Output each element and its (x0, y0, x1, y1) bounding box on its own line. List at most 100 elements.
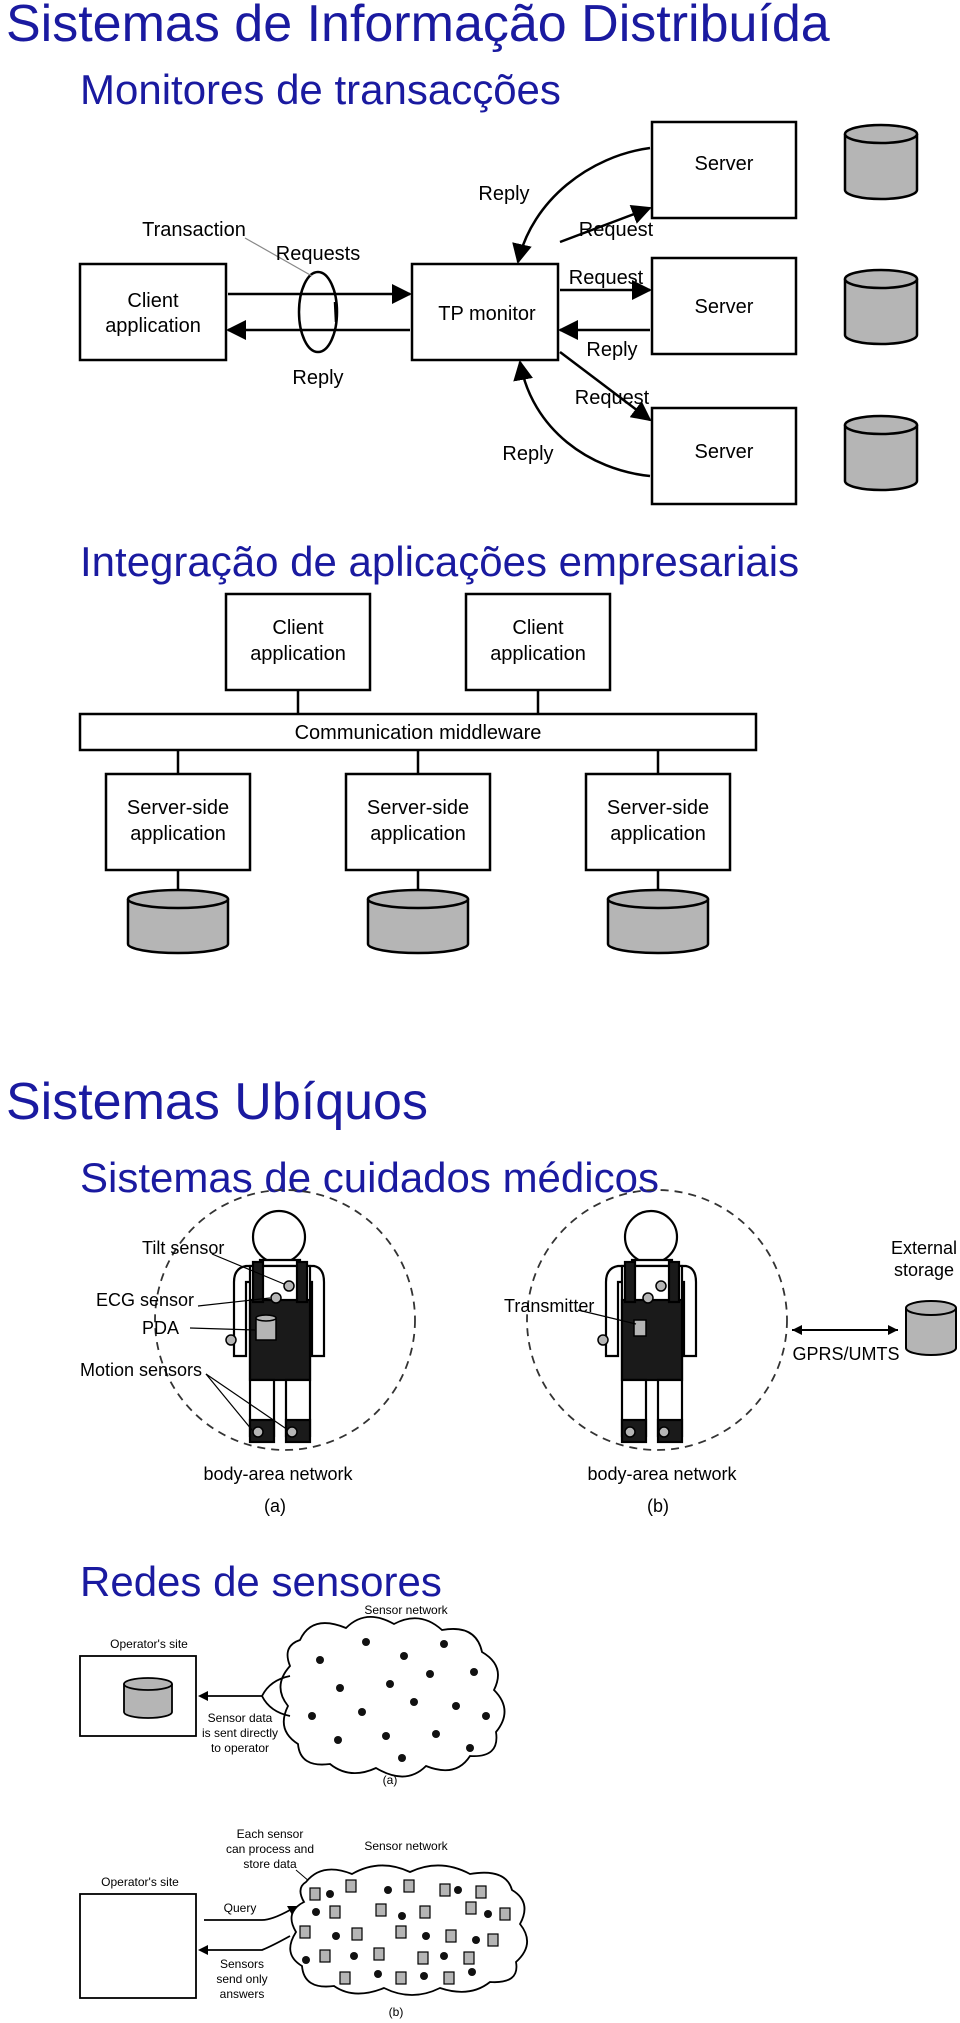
server-box-2 (650, 256, 798, 356)
request-top-arrow (559, 205, 652, 244)
arm-sensor-dot (225, 1334, 237, 1346)
body-area-network-a-label: body-area network (203, 1464, 353, 1484)
request-bottom-arrow (559, 351, 652, 422)
client-application-box-2 (464, 592, 612, 692)
tilt-sensor-label: Tilt sensor (142, 1238, 224, 1258)
sensor-network-diagram-a: Sensor network Operator's site Sensor da… (79, 1603, 506, 1787)
database-icon (843, 268, 919, 346)
body-area-network-a (154, 1189, 416, 1451)
query-arrow (204, 1909, 291, 1921)
ecg-sensor-dot (270, 1292, 282, 1304)
each-sensor-line3: store data (243, 1857, 297, 1871)
client-2-label-1: Client (512, 617, 564, 639)
eai-section-heading: Integração de aplicações empresariais (80, 538, 800, 585)
reply-mid-label: Reply (586, 339, 637, 361)
motion-sensor-dot (286, 1426, 298, 1438)
ecg-sensor-label: ECG sensor (96, 1290, 194, 1310)
requests-label: Requests (276, 243, 361, 265)
server-box-3 (650, 406, 798, 506)
sensor-section-heading: Redes de sensores (80, 1558, 442, 1605)
note-a-line1: Sensor data (208, 1711, 273, 1725)
reply-bottom-arrow (513, 360, 651, 478)
transaction-loop (297, 270, 339, 354)
request-mid-label: Request (569, 267, 644, 289)
sensor-network-label-a: Sensor network (364, 1603, 448, 1617)
operator-site-label-b: Operator's site (101, 1875, 179, 1889)
note-a-line3: to operator (211, 1741, 269, 1755)
pda-label: PDA (142, 1318, 179, 1338)
tp-monitor-label: TP monitor (438, 303, 536, 325)
answers-arrow (204, 1935, 291, 1951)
motion-sensor-dot (252, 1426, 264, 1438)
client-label-1: Client (127, 290, 179, 312)
server-side-2-label-1: Server-side (367, 797, 469, 819)
external-storage-icon (905, 1300, 957, 1356)
transaction-pointer (244, 237, 313, 277)
patient-figure-b (604, 1209, 698, 1444)
motion-sensors-label: Motion sensors (80, 1360, 202, 1380)
caption-a: (a) (264, 1496, 286, 1516)
database-icon (366, 888, 470, 955)
server-side-1-label-2: application (130, 823, 226, 845)
server-box-1 (650, 120, 798, 220)
server-side-1-label-1: Server-side (127, 797, 229, 819)
server-side-box-1 (104, 772, 252, 872)
answers-line3: answers (220, 1987, 265, 2001)
tp-monitor-diagram: Client application TP monitor Transactio… (78, 120, 919, 506)
client-application-box-1 (224, 592, 372, 692)
database-icon (843, 414, 919, 492)
sensor-network-diagram-b: Each sensor can process and store data S… (79, 1827, 528, 2019)
sensor-nodes-b (302, 1886, 492, 1980)
pda-icon (255, 1314, 277, 1341)
server-label-2: Server (695, 296, 754, 318)
operator-site-label-a: Operator's site (110, 1637, 188, 1651)
sensor-network-label-b: Sensor network (364, 1839, 448, 1853)
server-label-3: Server (695, 441, 754, 463)
eai-diagram: Client application Client application Co… (78, 592, 758, 955)
client-2-label-2: application (490, 643, 586, 665)
operator-site-box-b (79, 1893, 197, 1999)
reply-top-label: Reply (478, 183, 529, 205)
note-a-line2: is sent directly (202, 1726, 278, 1740)
server-label-1: Server (695, 153, 754, 175)
server-side-3-label-2: application (610, 823, 706, 845)
client-label-2: application (105, 315, 201, 337)
caption-sensor-b: (b) (389, 2005, 404, 2019)
client-application-box (78, 262, 228, 362)
each-sensor-line1: Each sensor (237, 1827, 304, 1841)
external-storage-label-2: storage (894, 1260, 954, 1280)
database-icon (126, 888, 230, 955)
database-icon (606, 888, 710, 955)
caption-sensor-a: (a) (383, 1773, 398, 1787)
reply-left-label: Reply (292, 367, 343, 389)
tilt-sensor-dot (283, 1280, 295, 1292)
slide2-title: Sistemas Ubíquos (6, 1073, 428, 1131)
tp-section-heading: Monitores de transacções (80, 66, 561, 113)
middleware-label: Communication middleware (295, 722, 542, 744)
slide1-title: Sistemas de Informação Distribuída (6, 0, 830, 53)
body-area-network-b (526, 1189, 788, 1451)
each-sensor-line2: can process and (226, 1842, 314, 1856)
client-1-label-1: Client (272, 617, 324, 639)
transmitter-label: Transmitter (504, 1296, 594, 1316)
request-top-label: Request (579, 219, 654, 241)
answers-line2: send only (216, 1972, 267, 1986)
server-side-box-3 (584, 772, 732, 872)
caption-b: (b) (647, 1496, 669, 1516)
server-side-box-2 (344, 772, 492, 872)
external-storage-label-1: External (891, 1238, 957, 1258)
answers-line1: Sensors (220, 1957, 264, 1971)
database-icon (843, 123, 919, 201)
database-icon (123, 1677, 173, 1719)
health-section-heading: Sistemas de cuidados médicos (80, 1154, 659, 1201)
sensor-nodes-a (308, 1638, 490, 1762)
patient-figure-a (232, 1209, 326, 1444)
server-side-2-label-2: application (370, 823, 466, 845)
client-1-label-2: application (250, 643, 346, 665)
reply-bottom-label: Reply (502, 443, 553, 465)
body-area-network-b-label: body-area network (587, 1464, 737, 1484)
data-flow-arrow-a (204, 1675, 291, 1697)
transaction-label: Transaction (142, 219, 246, 241)
request-bottom-label: Request (575, 387, 650, 409)
sensor-cloud-a (279, 1616, 506, 1778)
